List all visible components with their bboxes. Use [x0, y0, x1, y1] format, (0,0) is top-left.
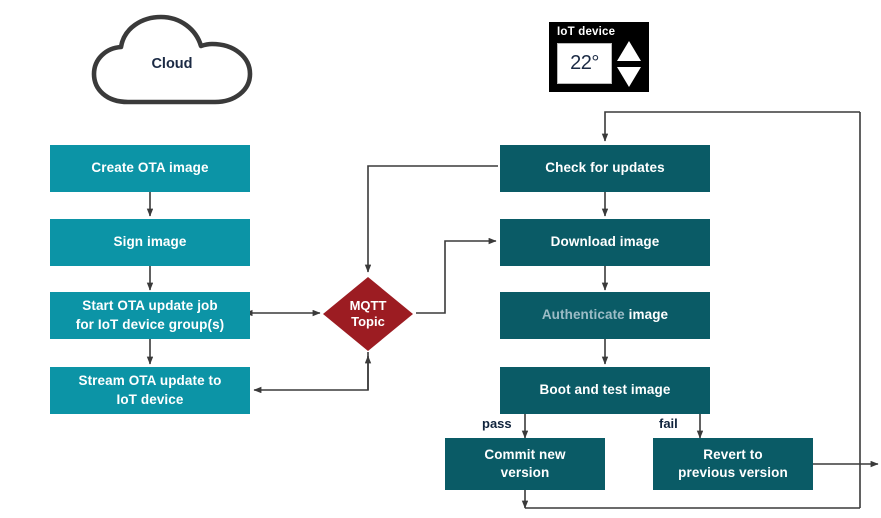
- mqtt-topic-label-line2: Topic: [351, 314, 385, 329]
- step-commit-new-version[interactable]: Commit new version: [445, 438, 605, 490]
- iot-device-panel: IoT device 22°: [549, 22, 649, 92]
- mqtt-topic-label: MQTT Topic: [322, 276, 414, 352]
- mqtt-topic-label-line1: MQTT: [349, 297, 387, 313]
- step-commit-new-version-label-line2: version: [500, 465, 550, 480]
- step-boot-and-test-image[interactable]: Boot and test image: [500, 367, 710, 414]
- triangle-down-icon: [617, 67, 641, 87]
- step-authenticate-image-label-muted: Authenticate: [541, 307, 625, 323]
- step-start-ota-update-job-label-line2: for IoT device group(s): [75, 316, 225, 332]
- wire-mqtt-to-download: [416, 237, 497, 314]
- step-sign-image-label: Sign image: [113, 234, 187, 250]
- step-revert-to-previous-version-label-line1: Revert to: [703, 446, 763, 462]
- step-download-image-label: Download image: [550, 234, 660, 250]
- iot-device-stepper[interactable]: [616, 40, 642, 88]
- wire-mqtt-to-stream: [253, 352, 369, 394]
- wire-loopback-top: [601, 111, 860, 142]
- step-revert-to-previous-version[interactable]: Revert to previous version: [653, 438, 813, 490]
- step-start-ota-update-job[interactable]: Start OTA update job for IoT device grou…: [50, 292, 250, 339]
- mqtt-topic-node[interactable]: MQTT Topic: [322, 276, 414, 352]
- iot-device-title: IoT device: [557, 26, 616, 38]
- step-stream-ota-update[interactable]: Stream OTA update to IoT device: [50, 367, 250, 414]
- step-start-ota-update-job-label-line1: Start OTA update job: [82, 298, 218, 314]
- step-sign-image[interactable]: Sign image: [50, 219, 250, 266]
- step-stream-ota-update-label-line1: Stream OTA update to: [78, 373, 222, 389]
- step-create-ota-image[interactable]: Create OTA image: [50, 145, 250, 192]
- branch-label-fail: fail: [659, 416, 678, 431]
- iot-device-temperature-display: 22°: [557, 43, 612, 84]
- step-check-for-updates-label: Check for updates: [545, 160, 665, 176]
- triangle-up-icon: [617, 41, 641, 61]
- diamond-shape-icon: [323, 277, 413, 351]
- step-authenticate-image-label-word: image: [628, 307, 669, 323]
- branch-label-pass: pass: [482, 416, 512, 431]
- step-create-ota-image-label: Create OTA image: [91, 160, 209, 176]
- step-commit-new-version-label-line1: Commit new: [484, 446, 566, 462]
- step-boot-and-test-image-label: Boot and test image: [539, 382, 671, 398]
- cloud-icon: [91, 14, 253, 105]
- step-check-for-updates[interactable]: Check for updates: [500, 145, 710, 192]
- step-authenticate-image[interactable]: Authenticate image: [500, 292, 710, 339]
- step-stream-ota-update-label-line2: IoT device: [116, 391, 184, 407]
- step-download-image[interactable]: Download image: [500, 219, 710, 266]
- wire-check-to-mqtt: [364, 165, 498, 273]
- cloud-label: Cloud: [151, 56, 193, 72]
- step-revert-to-previous-version-label-line2: previous version: [678, 465, 788, 480]
